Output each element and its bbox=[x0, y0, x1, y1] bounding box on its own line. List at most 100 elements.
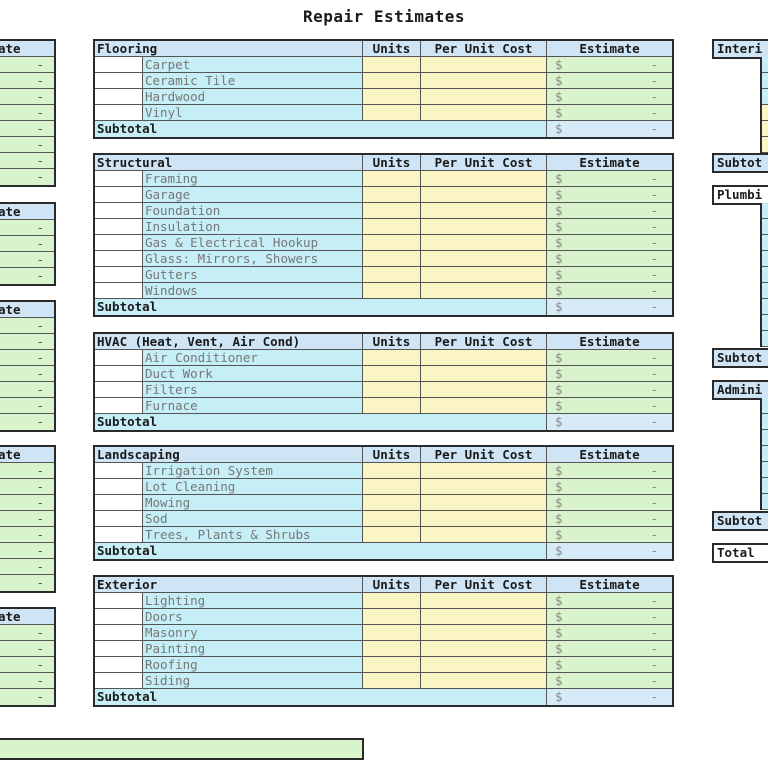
per-unit-cost-input[interactable] bbox=[421, 89, 547, 104]
left-partial-cell[interactable]: - bbox=[0, 511, 54, 527]
units-input[interactable] bbox=[363, 527, 421, 542]
currency-symbol: $ bbox=[555, 543, 563, 558]
left-partial-cell[interactable]: - bbox=[0, 657, 54, 673]
units-input[interactable] bbox=[363, 398, 421, 413]
left-partial-cell[interactable]: - bbox=[0, 559, 54, 575]
left-partial-cell[interactable]: - bbox=[0, 73, 54, 89]
per-unit-cost-input[interactable] bbox=[421, 219, 547, 234]
per-unit-cost-input[interactable] bbox=[421, 171, 547, 186]
left-partial-cell[interactable]: - bbox=[0, 236, 54, 252]
left-partial-cell[interactable]: - bbox=[0, 350, 54, 366]
left-partial-cell[interactable]: - bbox=[0, 268, 54, 284]
left-partial-cell[interactable]: - bbox=[0, 153, 54, 169]
left-partial-cell[interactable]: - bbox=[0, 169, 54, 185]
units-input[interactable] bbox=[363, 350, 421, 365]
left-partial-cell[interactable]: - bbox=[0, 495, 54, 511]
line-item-row: Gas & Electrical Hookup$- bbox=[95, 235, 672, 251]
left-partial-cell[interactable]: - bbox=[0, 57, 54, 73]
units-input[interactable] bbox=[363, 641, 421, 656]
per-unit-cost-input[interactable] bbox=[421, 511, 547, 526]
left-partial-cell[interactable]: - bbox=[0, 527, 54, 543]
per-unit-cost-input[interactable] bbox=[421, 479, 547, 494]
left-partial-cell[interactable]: - bbox=[0, 334, 54, 350]
per-unit-cost-input[interactable] bbox=[421, 673, 547, 688]
units-input[interactable] bbox=[363, 251, 421, 266]
left-partial-cell[interactable]: - bbox=[0, 382, 54, 398]
per-unit-cost-input[interactable] bbox=[421, 366, 547, 381]
left-partial-cell[interactable]: - bbox=[0, 105, 54, 121]
per-unit-cost-input[interactable] bbox=[421, 625, 547, 640]
units-input[interactable] bbox=[363, 235, 421, 250]
line-item-label: Windows bbox=[143, 283, 362, 298]
units-input[interactable] bbox=[363, 89, 421, 104]
per-unit-cost-input[interactable] bbox=[421, 398, 547, 413]
per-unit-cost-input[interactable] bbox=[421, 203, 547, 218]
per-unit-cost-input[interactable] bbox=[421, 463, 547, 478]
units-input[interactable] bbox=[363, 283, 421, 298]
units-input[interactable] bbox=[363, 366, 421, 381]
left-partial-cell[interactable]: - bbox=[0, 641, 54, 657]
currency-symbol: $ bbox=[555, 73, 563, 88]
units-input[interactable] bbox=[363, 511, 421, 526]
units-input[interactable] bbox=[363, 495, 421, 510]
subtotal-value: $- bbox=[547, 299, 672, 315]
per-unit-cost-input[interactable] bbox=[421, 57, 547, 72]
per-unit-cost-input[interactable] bbox=[421, 382, 547, 397]
left-partial-cell[interactable]: - bbox=[0, 137, 54, 153]
units-input[interactable] bbox=[363, 187, 421, 202]
per-unit-cost-input[interactable] bbox=[421, 251, 547, 266]
per-unit-cost-input[interactable] bbox=[421, 105, 547, 120]
estimate-value: $- bbox=[547, 398, 672, 413]
left-partial-cell[interactable]: - bbox=[0, 121, 54, 137]
left-partial-cell[interactable]: - bbox=[0, 366, 54, 382]
units-input[interactable] bbox=[363, 57, 421, 72]
left-partial-cell[interactable]: - bbox=[0, 479, 54, 495]
units-input[interactable] bbox=[363, 657, 421, 672]
units-input[interactable] bbox=[363, 625, 421, 640]
per-unit-cost-input[interactable] bbox=[421, 609, 547, 624]
units-input[interactable] bbox=[363, 382, 421, 397]
per-unit-cost-input[interactable] bbox=[421, 495, 547, 510]
per-unit-cost-input[interactable] bbox=[421, 657, 547, 672]
units-input[interactable] bbox=[363, 593, 421, 608]
units-input[interactable] bbox=[363, 219, 421, 234]
left-partial-cell[interactable]: - bbox=[0, 398, 54, 414]
per-unit-cost-input[interactable] bbox=[421, 350, 547, 365]
per-unit-cost-input[interactable] bbox=[421, 593, 547, 608]
units-input[interactable] bbox=[363, 267, 421, 282]
units-input[interactable] bbox=[363, 105, 421, 120]
left-partial-cell[interactable]: - bbox=[0, 220, 54, 236]
units-input[interactable] bbox=[363, 609, 421, 624]
per-unit-cost-input[interactable] bbox=[421, 73, 547, 88]
left-partial-cell[interactable]: - bbox=[0, 414, 54, 430]
line-item-row: Carpet$- bbox=[95, 57, 672, 73]
per-unit-cost-input[interactable] bbox=[421, 283, 547, 298]
line-item-label: Vinyl bbox=[143, 105, 362, 120]
line-item-row: Lot Cleaning$- bbox=[95, 479, 672, 495]
units-input[interactable] bbox=[363, 479, 421, 494]
left-partial-cell[interactable]: - bbox=[0, 89, 54, 105]
subtotal-row: Subtotal$- bbox=[95, 543, 672, 559]
grand-total-field[interactable] bbox=[0, 738, 364, 760]
left-partial-cell[interactable]: - bbox=[0, 575, 54, 591]
per-unit-cost-input[interactable] bbox=[421, 187, 547, 202]
units-input[interactable] bbox=[363, 673, 421, 688]
units-input[interactable] bbox=[363, 73, 421, 88]
left-partial-cell[interactable]: - bbox=[0, 625, 54, 641]
left-partial-cell[interactable]: - bbox=[0, 543, 54, 559]
units-input[interactable] bbox=[363, 463, 421, 478]
currency-symbol: $ bbox=[555, 105, 563, 120]
left-partial-cell[interactable]: - bbox=[0, 689, 54, 705]
per-unit-cost-input[interactable] bbox=[421, 527, 547, 542]
per-unit-cost-input[interactable] bbox=[421, 235, 547, 250]
per-unit-cost-input[interactable] bbox=[421, 267, 547, 282]
left-partial-cell[interactable]: - bbox=[0, 318, 54, 334]
units-input[interactable] bbox=[363, 203, 421, 218]
left-partial-cell[interactable]: - bbox=[0, 673, 54, 689]
units-input[interactable] bbox=[363, 171, 421, 186]
left-partial-cell[interactable]: - bbox=[0, 463, 54, 479]
left-partial-cell[interactable]: - bbox=[0, 252, 54, 268]
per-unit-cost-input[interactable] bbox=[421, 641, 547, 656]
subtotal-label: Subtotal bbox=[95, 414, 547, 430]
admin-subtotal-label: Subtot bbox=[712, 511, 768, 531]
